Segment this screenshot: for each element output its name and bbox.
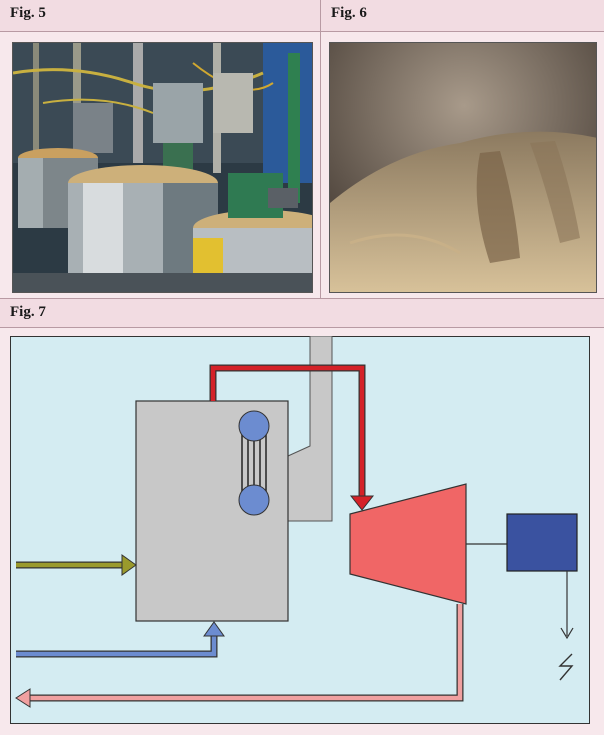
electricity-icon — [558, 653, 574, 681]
fig6-header: Fig. 6 — [321, 0, 604, 32]
fig7-header: Fig. 7 — [0, 299, 604, 328]
fig6-photo — [329, 42, 597, 293]
fig7-label: Fig. 7 — [10, 304, 46, 320]
power-output-arrow — [560, 627, 574, 640]
steam-drum — [238, 410, 270, 442]
fig6-label: Fig. 6 — [331, 5, 367, 21]
turbine — [349, 483, 467, 605]
fig7-diagram — [10, 336, 590, 724]
column-divider — [320, 0, 321, 298]
power-plant-schematic — [10, 336, 590, 724]
diagram-background — [10, 336, 590, 724]
water-drum — [238, 484, 270, 516]
boiler-drum-icon — [238, 410, 270, 516]
steam-arrowhead — [349, 495, 375, 511]
return-arrowhead — [15, 688, 31, 708]
generator — [506, 513, 578, 572]
row-divider — [0, 298, 604, 299]
fig5-header: Fig. 5 — [0, 0, 320, 32]
fig5-label: Fig. 5 — [10, 5, 46, 21]
fig5-photo — [12, 42, 313, 293]
